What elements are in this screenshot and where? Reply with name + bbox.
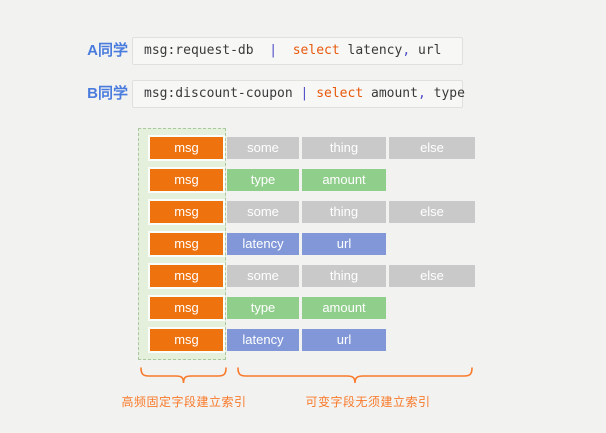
query-a-code: msg:request-db | select latency, url — [132, 37, 463, 65]
field-cell: latency — [227, 233, 299, 255]
field-cell: some — [227, 201, 299, 223]
field-cell: else — [389, 265, 475, 287]
student-b-label: B同学 — [87, 85, 128, 102]
msg-cell: msg — [150, 329, 223, 351]
field-cell: else — [389, 137, 475, 159]
field-cell: amount — [302, 169, 386, 191]
msg-cell: msg — [150, 169, 223, 191]
code-token: amount — [363, 86, 418, 101]
field-cell: amount — [302, 297, 386, 319]
variable-fields-caption: 可变字段无须建立索引 — [305, 395, 431, 409]
code-token: select — [292, 43, 340, 58]
code-token: | — [300, 86, 309, 101]
code-token: , — [402, 43, 411, 58]
code-token: url — [410, 43, 442, 58]
code-token: msg:request-db — [144, 43, 270, 58]
field-cell: some — [227, 265, 299, 287]
code-token: , — [417, 86, 426, 101]
field-cell: url — [302, 329, 386, 351]
query-b-code: msg:discount-coupon | select amount, typ… — [132, 80, 465, 108]
msg-cell: msg — [150, 137, 223, 159]
field-cell: thing — [302, 137, 386, 159]
student-a-label: A同学 — [87, 42, 128, 59]
left-brace — [140, 367, 227, 384]
field-cell: thing — [302, 265, 386, 287]
code-token — [277, 43, 293, 58]
field-cell: type — [227, 169, 299, 191]
code-token: | — [269, 43, 278, 58]
field-cell: some — [227, 137, 299, 159]
msg-cell: msg — [150, 233, 223, 255]
field-cell: thing — [302, 201, 386, 223]
msg-cell: msg — [150, 265, 223, 287]
code-token: select — [316, 86, 364, 101]
field-cell: type — [227, 297, 299, 319]
fixed-fields-caption: 高频固定字段建立索引 — [121, 395, 247, 409]
right-brace — [237, 367, 473, 384]
msg-cell: msg — [150, 297, 223, 319]
field-cell: else — [389, 201, 475, 223]
field-cell: latency — [227, 329, 299, 351]
field-cell: url — [302, 233, 386, 255]
code-token: type — [425, 86, 465, 101]
msg-cell: msg — [150, 201, 223, 223]
code-token: latency — [339, 43, 403, 58]
code-token: msg:discount-coupon — [144, 86, 301, 101]
